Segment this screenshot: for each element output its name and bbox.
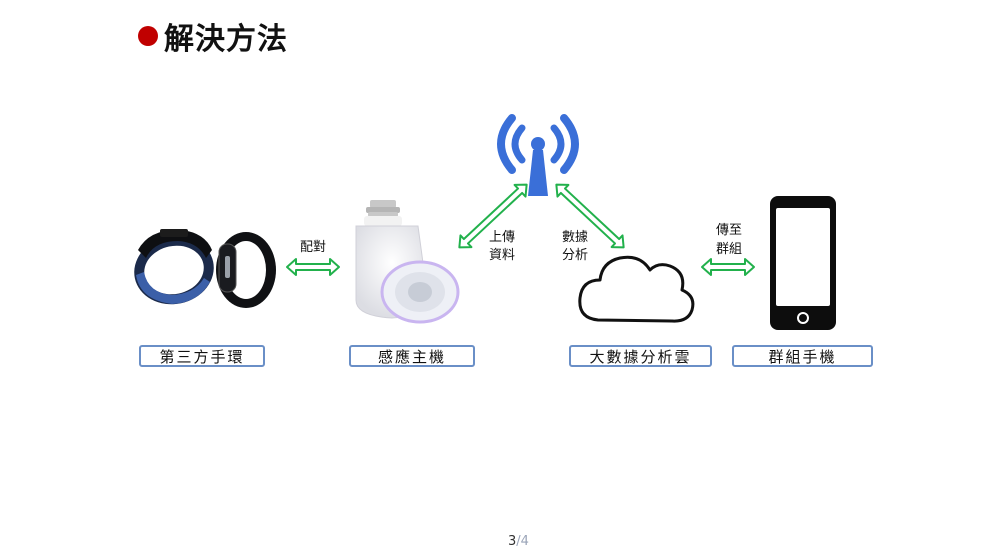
fitness-tracker-icon — [216, 232, 276, 308]
wristband-box: 第三方手環 — [139, 345, 265, 367]
group-phone-box: 群組手機 — [732, 345, 873, 367]
analysis-label-2: 分析 — [561, 248, 588, 263]
upload-arrow — [458, 183, 528, 249]
smartphone-icon — [770, 196, 836, 330]
analysis-arrow — [555, 183, 625, 249]
page-indicator: 3/4 — [508, 534, 529, 549]
slide-title: 解決方法 — [164, 22, 288, 57]
sensor-host-icon — [355, 200, 460, 324]
bullet-icon — [138, 26, 158, 46]
analysis-label-1: 數據 — [561, 230, 588, 245]
send-arrow — [701, 258, 755, 276]
slide-heading: 解決方法 — [138, 14, 288, 58]
antenna-icon — [497, 114, 579, 196]
upload-label-1: 上傳 — [488, 230, 515, 245]
wristband-icon — [134, 229, 214, 305]
cloud-box: 大數據分析雲 — [569, 345, 712, 367]
pair-label: 配對 — [299, 240, 326, 255]
pair-arrow — [286, 258, 340, 276]
send-label-2: 群組 — [715, 242, 742, 257]
sensor-host-box: 感應主機 — [349, 345, 475, 367]
send-label-1: 傳至 — [715, 223, 742, 238]
cloud-icon — [578, 255, 695, 323]
page-current: 3 — [508, 534, 517, 549]
page-total: /4 — [516, 534, 529, 549]
upload-label-2: 資料 — [488, 248, 515, 263]
